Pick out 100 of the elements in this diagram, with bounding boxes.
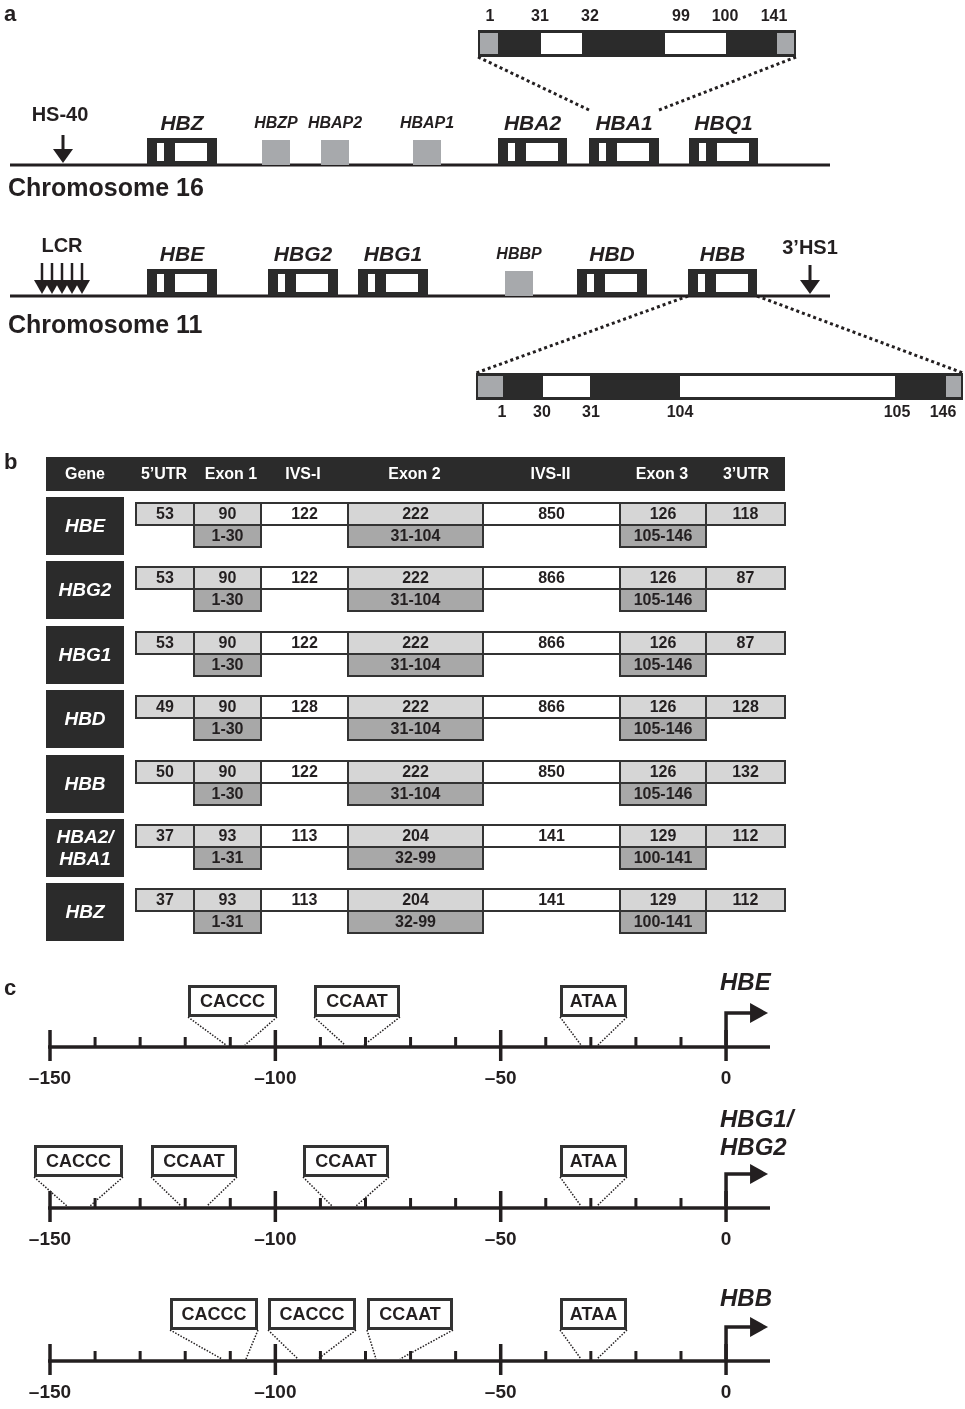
leader-line bbox=[267, 1329, 299, 1360]
promoter-element-box: ATAA bbox=[560, 985, 627, 1017]
utr-length: 87 bbox=[705, 566, 786, 590]
column-header: 3’UTR bbox=[721, 464, 771, 484]
amino-acid-range: 31-104 bbox=[347, 653, 484, 677]
leader-line bbox=[559, 1016, 582, 1046]
tick-label: –50 bbox=[483, 1380, 518, 1404]
tick-label: –100 bbox=[253, 1227, 298, 1251]
intron-length: 113 bbox=[260, 824, 349, 848]
chromosome-label: Chromosome 16 bbox=[8, 171, 205, 203]
utr-length: 112 bbox=[705, 888, 786, 912]
residue-number: 105 bbox=[882, 402, 912, 422]
column-header: Gene bbox=[64, 464, 106, 484]
amino-acid-range: 105-146 bbox=[619, 653, 707, 677]
amino-acid-range: 100-141 bbox=[619, 910, 707, 934]
gene-label: HBA2 bbox=[502, 110, 563, 136]
leader-line bbox=[363, 1016, 401, 1046]
exon-length: 222 bbox=[347, 631, 484, 655]
utr-length: 87 bbox=[705, 631, 786, 655]
residue-number: 1 bbox=[484, 6, 496, 26]
tick-label: –50 bbox=[483, 1227, 518, 1251]
leader-line bbox=[317, 1329, 357, 1360]
leader-line bbox=[206, 1176, 238, 1207]
leader-line bbox=[244, 1016, 278, 1046]
gene-name-tile: HBD bbox=[46, 690, 124, 748]
utr-length: 37 bbox=[135, 888, 195, 912]
leader-line bbox=[399, 1329, 454, 1360]
gene-label: HBG2 bbox=[272, 241, 334, 267]
gene-name-tile: HBE bbox=[46, 497, 124, 555]
column-header: Exon 1 bbox=[203, 464, 259, 484]
amino-acid-range: 105-146 bbox=[619, 524, 707, 548]
gene-label: HBA1 bbox=[594, 110, 654, 136]
residue-number: 32 bbox=[580, 6, 600, 26]
tick-label: –150 bbox=[27, 1380, 73, 1404]
residue-number: 30 bbox=[532, 402, 552, 422]
zoom-guide-line bbox=[475, 294, 689, 375]
site-label: 3’HS1 bbox=[781, 234, 839, 260]
amino-acid-range: 1-30 bbox=[193, 653, 262, 677]
amino-acid-range: 1-30 bbox=[193, 782, 262, 806]
intron-length: 850 bbox=[482, 502, 621, 526]
amino-acid-range: 1-30 bbox=[193, 524, 262, 548]
intron-length: 122 bbox=[260, 566, 349, 590]
exon-map-bar bbox=[478, 30, 796, 57]
gene-label: HBQ1 bbox=[693, 110, 754, 136]
utr-length: 50 bbox=[135, 760, 195, 784]
amino-acid-range: 1-30 bbox=[193, 717, 262, 741]
gene-name-tile: HBA2/ HBA1 bbox=[46, 819, 124, 877]
residue-number: 141 bbox=[759, 6, 789, 26]
pseudogene-label: HBAP1 bbox=[398, 113, 456, 133]
column-header: Exon 3 bbox=[634, 464, 690, 484]
leader-line bbox=[596, 1176, 628, 1207]
residue-number: 99 bbox=[671, 6, 691, 26]
intron-length: 113 bbox=[260, 888, 349, 912]
tick-label: 0 bbox=[719, 1227, 733, 1251]
amino-acid-range: 31-104 bbox=[347, 588, 484, 612]
exon-length: 204 bbox=[347, 888, 484, 912]
utr-length: 128 bbox=[705, 695, 786, 719]
promoter-element-box: CACCC bbox=[34, 1145, 123, 1177]
residue-number: 31 bbox=[581, 402, 601, 422]
leader-line bbox=[313, 1016, 346, 1046]
exon-map-bar bbox=[476, 373, 963, 400]
amino-acid-range: 31-104 bbox=[347, 717, 484, 741]
promoter-element-box: CACCC bbox=[188, 985, 277, 1017]
amino-acid-range: 1-31 bbox=[193, 846, 262, 870]
exon-length: 126 bbox=[619, 631, 707, 655]
utr-length: 53 bbox=[135, 502, 195, 526]
leader-line bbox=[245, 1329, 259, 1360]
intron-length: 122 bbox=[260, 631, 349, 655]
exon-length: 126 bbox=[619, 502, 707, 526]
intron-length: 122 bbox=[260, 502, 349, 526]
amino-acid-range: 31-104 bbox=[347, 524, 484, 548]
leader-line bbox=[89, 1176, 124, 1207]
utr-length: 112 bbox=[705, 824, 786, 848]
utr-length: 53 bbox=[135, 566, 195, 590]
residue-number: 146 bbox=[928, 402, 958, 422]
gene-label: HBB bbox=[698, 241, 747, 267]
amino-acid-range: 1-30 bbox=[193, 588, 262, 612]
amino-acid-range: 1-31 bbox=[193, 910, 262, 934]
leader-line bbox=[596, 1329, 628, 1360]
column-header: IVS-I bbox=[284, 464, 322, 484]
utr-length: 37 bbox=[135, 824, 195, 848]
site-label: LCR bbox=[40, 232, 84, 258]
pseudogene-label: HBZP bbox=[253, 113, 299, 133]
column-header: IVS-II bbox=[529, 464, 572, 484]
gene-name-label: HBB bbox=[720, 1284, 773, 1312]
tick-label: –150 bbox=[27, 1227, 73, 1251]
amino-acid-range: 32-99 bbox=[347, 846, 484, 870]
exon-length: 126 bbox=[619, 695, 707, 719]
intron-length: 866 bbox=[482, 566, 621, 590]
amino-acid-range: 32-99 bbox=[347, 910, 484, 934]
promoter-element-box: CCAAT bbox=[151, 1145, 237, 1177]
amino-acid-range: 105-146 bbox=[619, 588, 707, 612]
promoter-element-box: CCAAT bbox=[314, 985, 400, 1017]
exon-length: 204 bbox=[347, 824, 484, 848]
gene-name-tile: HBG2 bbox=[46, 561, 124, 619]
gene-name-tile: HBB bbox=[46, 755, 124, 813]
zoom-guide-line bbox=[477, 55, 590, 112]
gene-label: HBD bbox=[588, 241, 636, 267]
residue-number: 100 bbox=[710, 6, 740, 26]
gene-name-label: HBE bbox=[720, 968, 773, 996]
